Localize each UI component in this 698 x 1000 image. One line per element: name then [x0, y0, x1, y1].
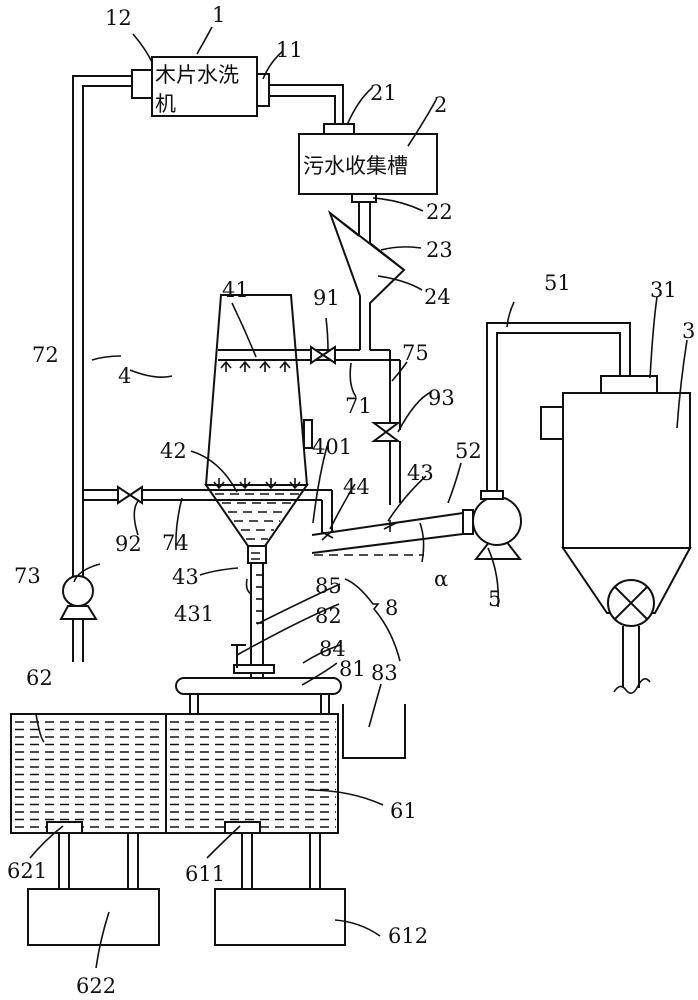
- angle-arc: [419, 522, 425, 563]
- spray-pipe-42: [83, 478, 333, 533]
- separator-3: [540, 375, 692, 694]
- outlet-611: [224, 821, 261, 834]
- outlet-22: [351, 193, 377, 203]
- side-port: [540, 406, 564, 440]
- inlet-21: [323, 123, 355, 135]
- sludge-liquid-43: [215, 493, 300, 540]
- label-612: 612: [388, 924, 428, 948]
- label-85: 85: [315, 574, 342, 598]
- label-62: 62: [26, 666, 53, 690]
- label-75: 75: [402, 341, 429, 365]
- label-431: 431: [174, 602, 214, 626]
- label-91: 91: [313, 286, 340, 310]
- spray-pipe-41: [218, 349, 401, 430]
- label-1: 1: [212, 3, 225, 27]
- label-72: 72: [32, 343, 59, 367]
- label-23: 23: [426, 238, 453, 262]
- label-73: 73: [14, 564, 41, 588]
- label-622: 622: [76, 974, 116, 998]
- unit-622: [27, 888, 160, 946]
- pipe-51: [486, 322, 631, 491]
- valve-84: [233, 664, 275, 674]
- pump-73: [59, 575, 98, 620]
- label-4: 4: [118, 364, 131, 388]
- label-92: 92: [115, 532, 142, 556]
- sewage-collection-tank-2: 污水收集槽: [298, 123, 438, 203]
- label-81: 81: [339, 657, 366, 681]
- valve-92: [117, 485, 143, 505]
- label-2: 2: [434, 93, 447, 117]
- device-8: [175, 562, 406, 759]
- support-81: [175, 677, 342, 695]
- label-84: 84: [319, 637, 346, 661]
- chip-washer-1: 木片水洗 机: [131, 56, 270, 117]
- washer-name-line1: 木片水洗: [155, 63, 239, 87]
- port-401: [303, 419, 313, 449]
- label-11: 11: [276, 38, 303, 62]
- label-24: 24: [424, 285, 451, 309]
- label-621: 621: [7, 859, 47, 883]
- label-22: 22: [426, 200, 453, 224]
- label-93: 93: [428, 386, 455, 410]
- label-43-pipe: 43: [407, 461, 434, 485]
- label-31: 31: [650, 278, 677, 302]
- bin-83: [342, 704, 406, 759]
- label-611: 611: [185, 862, 225, 886]
- label-3: 3: [682, 319, 695, 343]
- unit-612: [214, 888, 346, 946]
- outlet-621: [46, 821, 83, 834]
- inlet-31: [600, 375, 658, 395]
- reference-labels: 12 1 11 21 2 22 23 24 41 91 71 75 93 51 …: [7, 3, 695, 998]
- label-8: 8: [385, 596, 398, 620]
- inlet-12: [131, 69, 153, 99]
- outlet-431: [247, 545, 267, 564]
- label-alpha: α: [434, 567, 448, 591]
- label-74: 74: [162, 531, 189, 555]
- pipe-72: [72, 75, 133, 662]
- label-52: 52: [455, 439, 482, 463]
- nozzles-42: [213, 478, 301, 490]
- label-41: 41: [222, 278, 249, 302]
- label-42: 42: [160, 439, 187, 463]
- label-21: 21: [370, 81, 397, 105]
- settling-tower-4: [204, 294, 313, 564]
- label-83: 83: [371, 661, 398, 685]
- label-44: 44: [343, 475, 370, 499]
- nozzles-41: [220, 360, 291, 372]
- label-71: 71: [345, 394, 372, 418]
- water-dashes: [15, 721, 336, 828]
- valve-93: [371, 422, 401, 442]
- inclined-pipe-52: [311, 512, 464, 563]
- washer-name-line2: 机: [155, 92, 176, 116]
- label-43: 43: [172, 565, 199, 589]
- nozzle-43: [383, 520, 397, 532]
- leader-lines: [29, 26, 688, 969]
- nozzle-44: [321, 529, 334, 541]
- label-401: 401: [312, 435, 352, 459]
- valve-91: [310, 345, 336, 365]
- water-tanks: [10, 713, 346, 946]
- separator-body: [562, 392, 691, 549]
- label-5: 5: [488, 587, 501, 611]
- label-51: 51: [544, 271, 571, 295]
- label-82: 82: [315, 604, 342, 628]
- label-61: 61: [390, 799, 417, 823]
- pump-5: [462, 490, 523, 560]
- outlet-11: [256, 73, 270, 107]
- tank-name: 污水收集槽: [303, 154, 408, 178]
- label-12: 12: [105, 6, 132, 30]
- pipe-23-funnel-24: [327, 202, 406, 350]
- pipe-washer-to-tank: [269, 84, 344, 124]
